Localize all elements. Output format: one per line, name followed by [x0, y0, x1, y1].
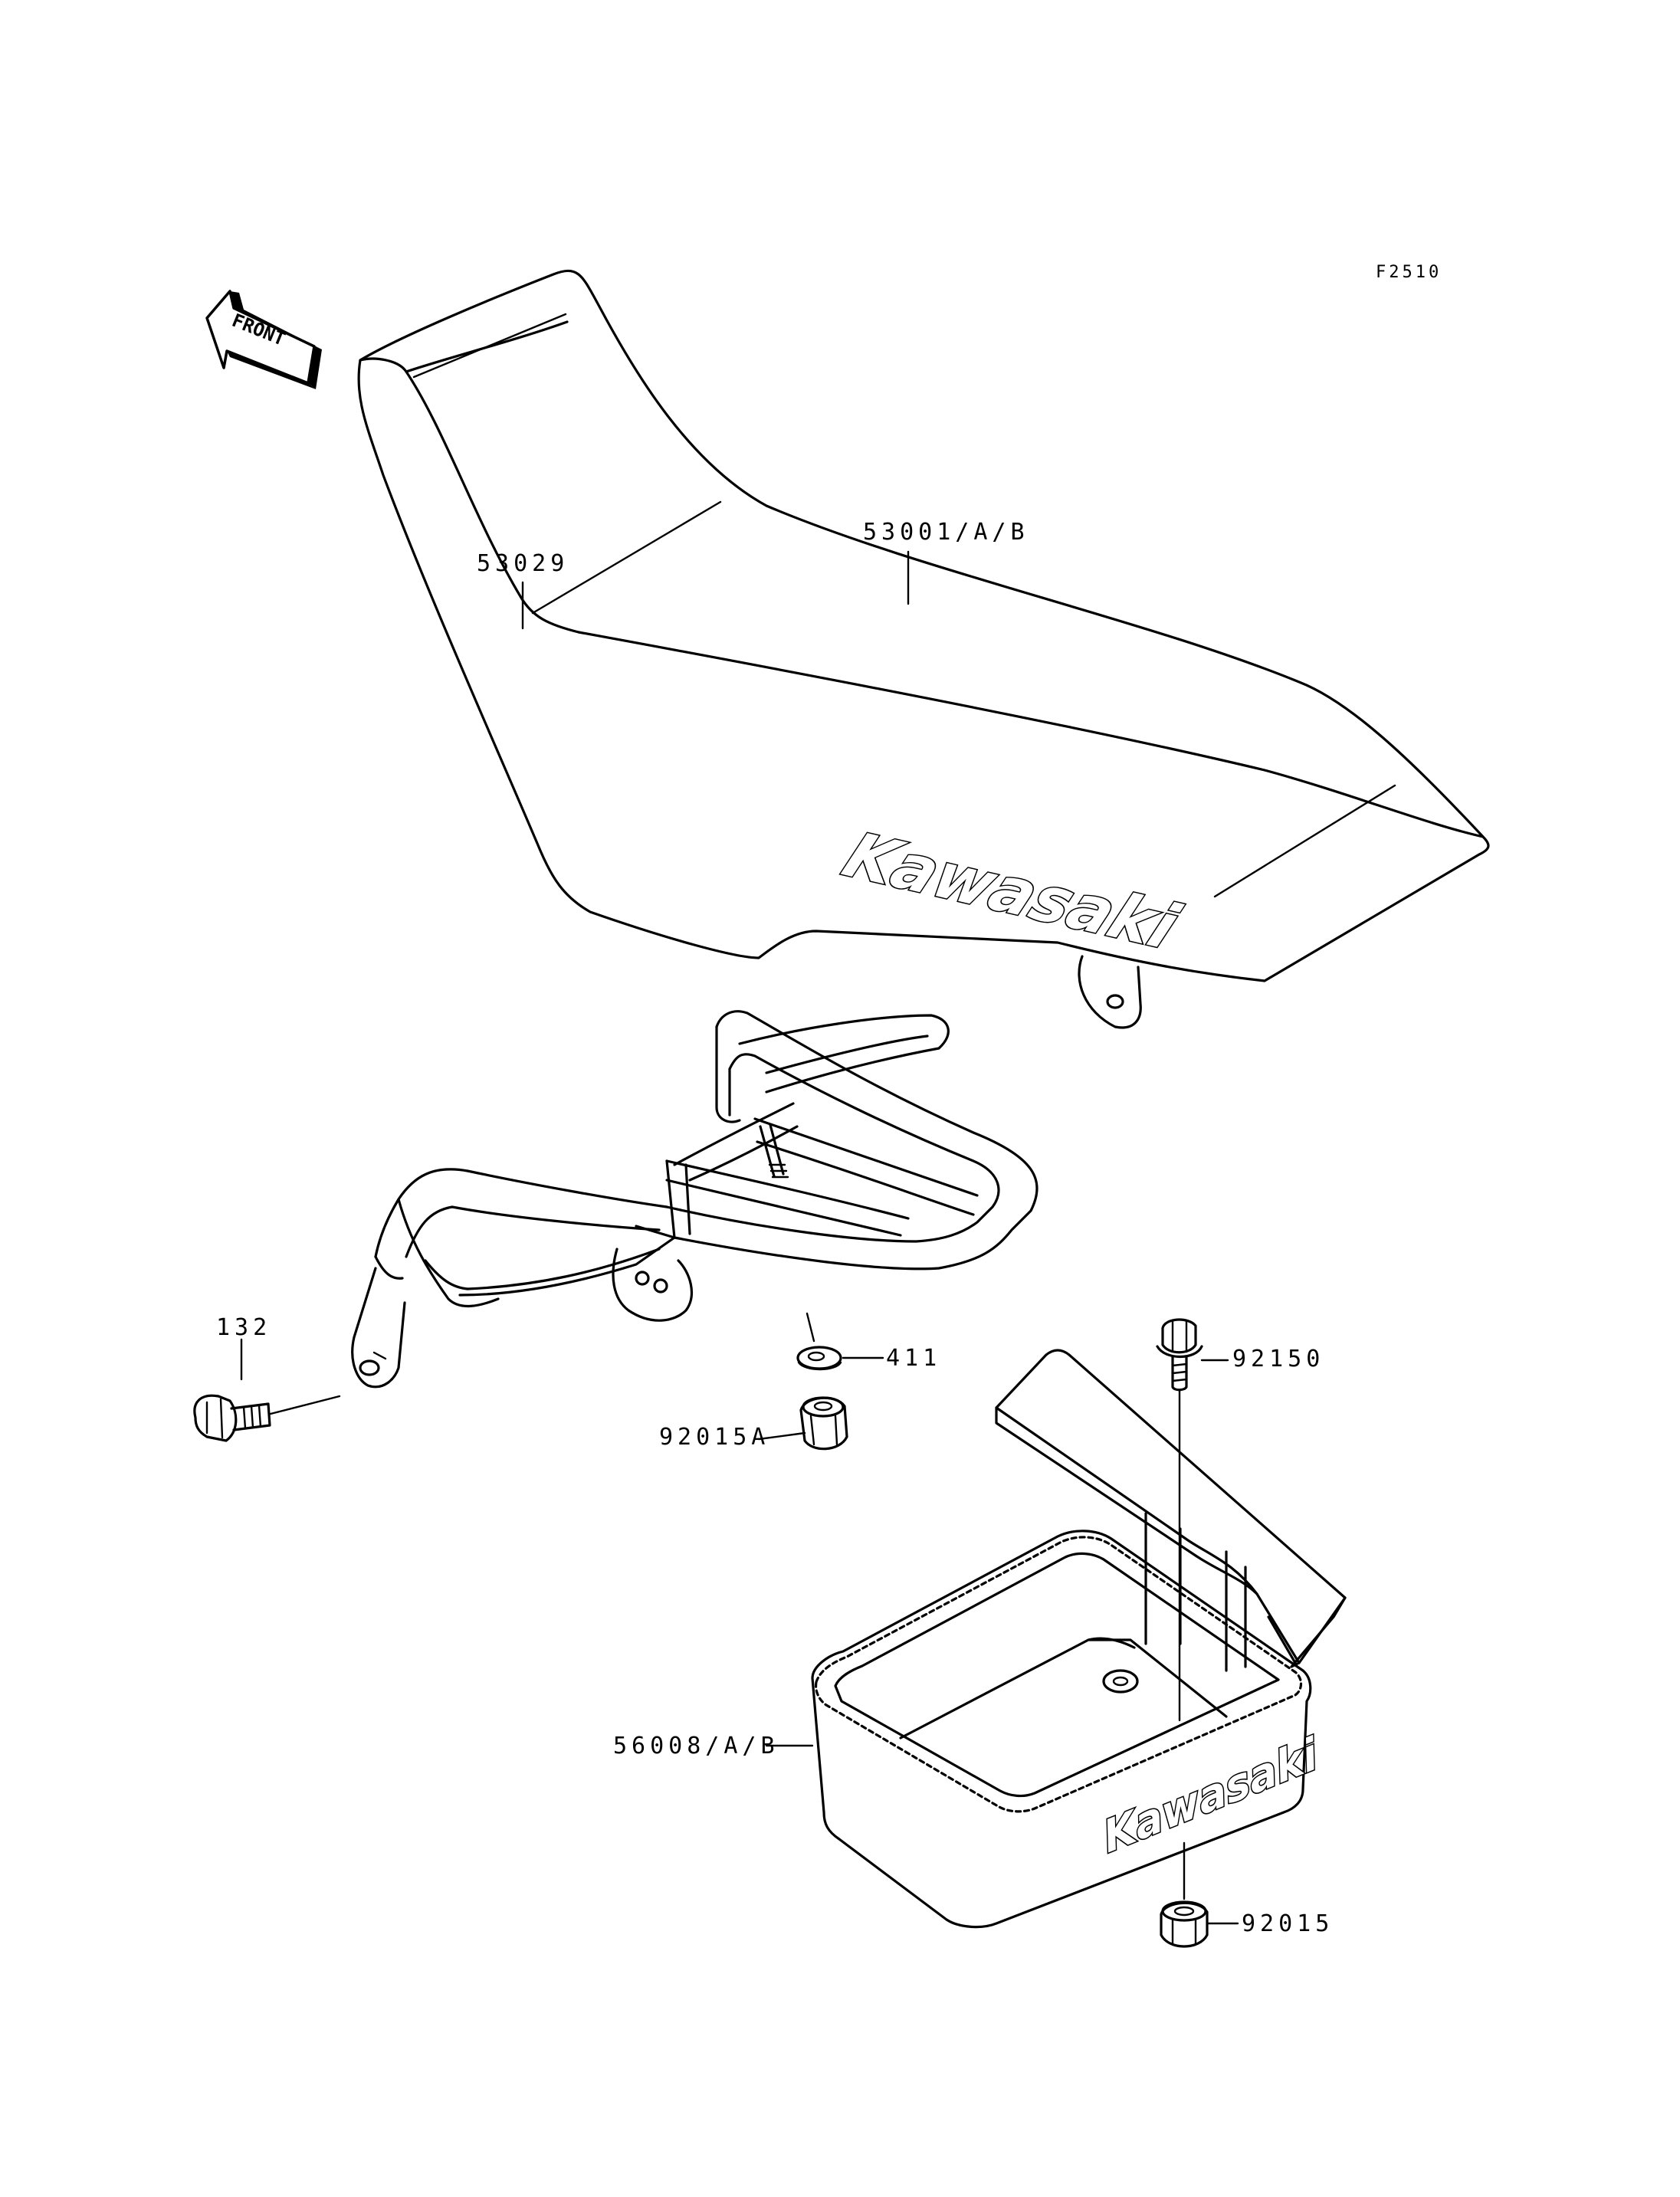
- bolt-92150-drawing: [1156, 1318, 1203, 1392]
- callout-washer: 411: [886, 1345, 941, 1372]
- callout-bolt-flanged: 92150: [1232, 1346, 1324, 1372]
- callout-nut-a: 92015A: [659, 1424, 769, 1451]
- carrier-drawing: [351, 1010, 1039, 1389]
- seat-drawing: [357, 269, 1490, 1029]
- callout-nut: 92015: [1242, 1910, 1334, 1937]
- bolt-132-drawing: [193, 1394, 271, 1442]
- leader-lines: [240, 550, 1239, 1925]
- callout-box: 56008/A/B: [613, 1733, 779, 1759]
- storage-box-drawing: [811, 1349, 1347, 1929]
- washer-411-drawing: [796, 1346, 842, 1371]
- seat-brand-logo: Kawasaki: [832, 818, 1191, 965]
- nut-92015-drawing: [1160, 1900, 1209, 1948]
- callout-bolt: 132: [216, 1314, 271, 1341]
- figure-code: F2510: [1376, 263, 1442, 282]
- callout-carrier: 53029: [477, 550, 569, 577]
- nut-92015a-drawing: [799, 1396, 848, 1451]
- seat-brand-text: Kawasaki: [833, 820, 1189, 964]
- front-arrow-icon: FRONT: [205, 290, 322, 389]
- callout-seat: 53001/A/B: [863, 519, 1029, 546]
